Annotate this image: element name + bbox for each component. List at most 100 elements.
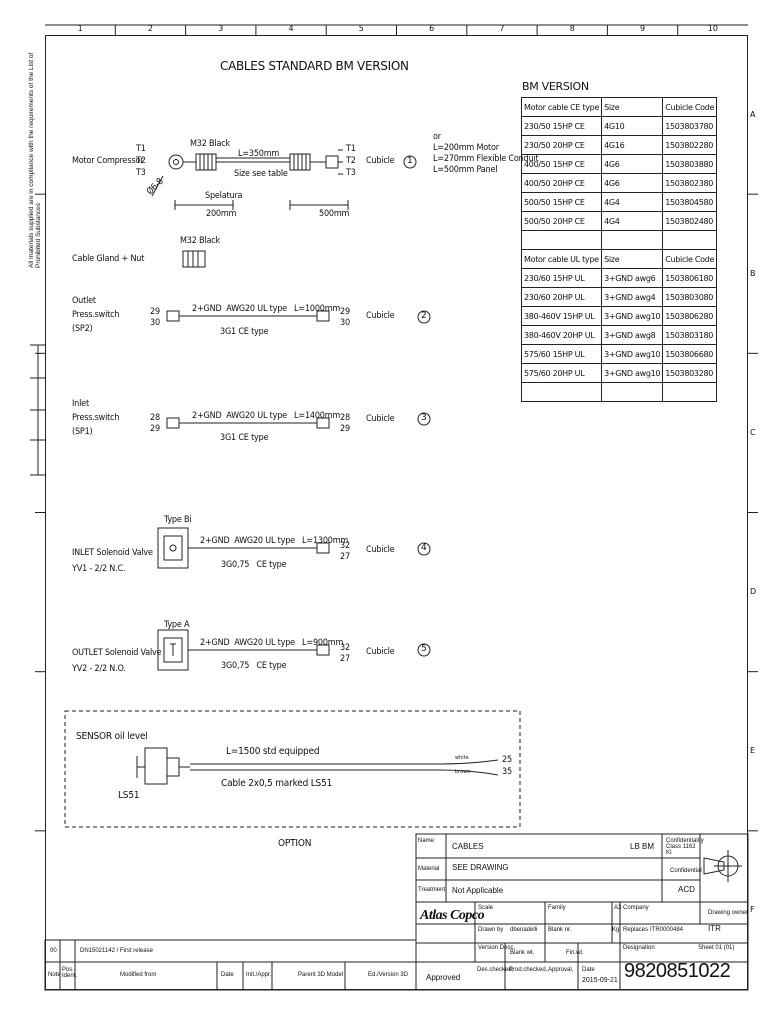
inlet-press-l2: Press.switch — [72, 413, 120, 423]
table-cell — [601, 382, 664, 402]
init-label: Init./Appr. — [246, 972, 272, 978]
table-cell: 500/50 20HP CE — [520, 211, 603, 231]
table-cell — [662, 230, 718, 250]
option-label: OPTION — [278, 838, 312, 849]
scale-label: Scale — [478, 905, 494, 911]
table-cell: 3+GND awg10 — [601, 344, 664, 364]
circle-5 — [417, 643, 431, 657]
replaces-value: ITR0000484 — [650, 927, 684, 933]
material-value: SEE DRAWING — [452, 863, 509, 872]
or-label: or — [433, 132, 441, 142]
cubicle-4: Cubicle — [366, 545, 395, 555]
table-cell: 230/50 15HP CE — [520, 116, 603, 136]
table-cell: 3+GND awg10 — [601, 306, 664, 326]
note-label: Note — [48, 972, 61, 978]
circle-3 — [417, 412, 431, 426]
version-label: Version Desc. — [478, 945, 516, 951]
table-cell: 4G4 — [601, 192, 664, 212]
outlet-press-l2: Press.switch — [72, 310, 120, 320]
date-value: 2015-09-21 — [582, 977, 618, 984]
column-number: 7 — [499, 24, 505, 33]
circle-3-num: 3 — [421, 413, 427, 423]
table-cell: Motor cable CE type — [520, 97, 603, 117]
table-cell: 4G16 — [601, 135, 664, 155]
table-cell: 1503803280 — [662, 363, 718, 383]
terminal-t2: T2 — [136, 156, 146, 166]
gland-label: M32 Black — [190, 139, 230, 149]
sensor-tag: LS51 — [118, 790, 140, 801]
name-label: Name — [418, 838, 435, 844]
sensor-body — [144, 747, 168, 785]
terminal-t1: T1 — [136, 144, 146, 154]
column-number: 10 — [707, 24, 718, 33]
date-label-2: Date — [221, 972, 234, 978]
inlet-press-spec: 2+GND AWG20 UL type L=1400mm — [192, 411, 341, 421]
row-letter: A — [750, 109, 756, 119]
terminal-t3: T3 — [136, 168, 146, 178]
conf-value: Confidential — [670, 868, 702, 874]
column-number: 9 — [640, 24, 646, 33]
circle-4-num: 4 — [421, 543, 427, 553]
inlet-press-l3: (SP1) — [72, 427, 93, 437]
row-letter: E — [750, 746, 756, 756]
row-letter: B — [750, 268, 756, 278]
motor-length: L=350mm — [238, 149, 280, 159]
circle-1-num: 1 — [407, 156, 413, 166]
table-cell: 1503803180 — [662, 325, 718, 345]
table-cell: Motor cable UL type — [520, 249, 603, 269]
sheet-label: Sheet 01 (01) — [698, 945, 735, 951]
table-cell: 1503802380 — [662, 173, 718, 193]
table-cell: 575/60 15HP UL — [520, 344, 603, 364]
table-cell: 230/50 20HP CE — [520, 135, 603, 155]
title-block-frame — [415, 833, 749, 991]
table-cell: 4G4 — [601, 211, 664, 231]
terminal-t3-right: T3 — [346, 168, 356, 178]
table-cell — [662, 382, 718, 402]
column-number: 8 — [569, 24, 575, 33]
outlet-press-l3: (SP2) — [72, 324, 93, 334]
motor-connector-ring — [168, 154, 184, 170]
column-number: 4 — [288, 24, 294, 33]
inlet-press-spec2: 3G1 CE type — [220, 433, 269, 443]
wire-brown: brown — [455, 769, 471, 775]
table-cell: 575/60 20HP UL — [520, 363, 603, 383]
table-cell: 1503803780 — [662, 116, 718, 136]
table-row — [520, 382, 718, 402]
owner-value: ITR — [708, 924, 721, 933]
outlet-valve-label: OUTLET Solenoid Valve YV2 - 2/2 N.O. — [72, 645, 162, 677]
sensor-cable: Cable 2x0,5 marked LS51 — [221, 778, 333, 789]
table-cell: 3+GND awg6 — [601, 268, 664, 288]
table-cell: 1503806180 — [662, 268, 718, 288]
approved-stamp: Approved — [426, 973, 461, 982]
kg-label: Kg — [612, 927, 620, 933]
column-number: 5 — [358, 24, 364, 33]
terminal-t2-right: T2 — [346, 156, 356, 166]
table-cell: 4G6 — [601, 173, 664, 193]
designation-label: Designation — [623, 945, 655, 951]
gland-nut — [182, 250, 206, 268]
company-label: Company — [623, 905, 649, 911]
circle-2 — [417, 310, 431, 324]
outlet-valve-spec2: 3G0,75 CE type — [221, 661, 287, 671]
gland-right — [289, 153, 311, 171]
inlet-valve-body — [157, 527, 189, 569]
table-cell: 500/50 15HP CE — [520, 192, 603, 212]
sensor-length: L=1500 std equipped — [226, 746, 320, 757]
motor-terminals-right: T1 T2 T3 — [346, 143, 356, 179]
